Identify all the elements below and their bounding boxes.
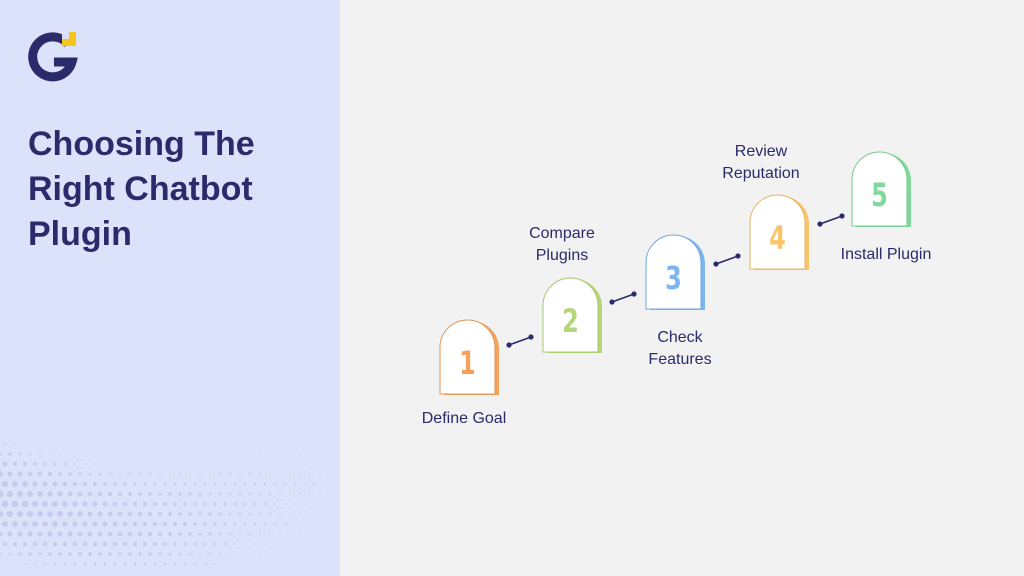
step-label-5: Install Plugin: [830, 244, 942, 266]
step-block-5: 5: [851, 151, 911, 227]
connector: [609, 291, 637, 305]
step-label-line: Check: [657, 329, 703, 346]
step-block-2: 2: [542, 277, 602, 353]
connector: [506, 334, 534, 348]
connector: [713, 253, 741, 267]
step-label-line: Plugins: [535, 247, 589, 264]
step-block-4: 4: [749, 194, 809, 270]
step-number: 1: [459, 345, 476, 382]
title-line: Plugin: [28, 215, 132, 253]
page-title: Choosing The Right Chatbot Plugin: [28, 122, 328, 257]
step-label-2: Compare Plugins: [512, 223, 612, 267]
step-block-1: 1: [439, 319, 499, 395]
step-label-line: Reputation: [722, 165, 800, 182]
step-number: 2: [562, 303, 579, 340]
step-label-line: Review: [734, 143, 788, 160]
connector: [817, 213, 845, 227]
step-label-line: Compare: [529, 225, 595, 242]
title-line: Choosing The: [28, 125, 255, 163]
decorative-dot-pattern: [0, 442, 336, 566]
step-number: 3: [665, 260, 682, 297]
step-block-3: 3: [645, 234, 705, 310]
step-number: 4: [769, 220, 786, 257]
step-label-3: Check Features: [630, 327, 730, 371]
step-label-line: Install Plugin: [840, 246, 932, 263]
left-panel: Choosing The Right Chatbot Plugin: [0, 0, 340, 576]
step-label-line: Define Goal: [421, 410, 507, 427]
step-label-4: Review Reputation: [706, 141, 816, 185]
step-number: 5: [871, 177, 888, 214]
steps-diagram: 1 2 3 4 5: [439, 151, 911, 395]
g-logo-icon: [28, 32, 78, 82]
step-label-1: Define Goal: [414, 408, 514, 430]
title-line: Right Chatbot: [28, 170, 253, 208]
step-label-line: Features: [648, 351, 712, 368]
